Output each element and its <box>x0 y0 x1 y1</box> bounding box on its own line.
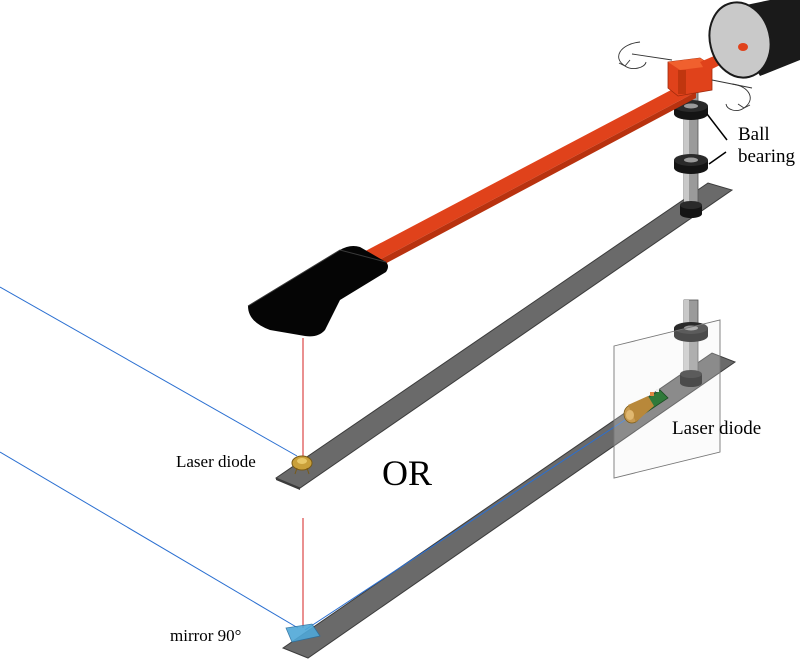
laser-diode-top-part <box>291 455 313 475</box>
blue-scan-line-top <box>0 286 298 457</box>
pivot-clamp <box>667 57 713 97</box>
laser-diode-bottom-label: Laser diode <box>672 418 762 439</box>
ball-bearing-label: Ball bearing <box>738 124 795 168</box>
blue-beam-rail <box>304 419 626 631</box>
bearing-leader-lower <box>708 151 727 165</box>
laser-diode-top-label: Laser diode <box>176 452 256 471</box>
bearing-leader-upper <box>706 113 728 141</box>
bearing-label: bearing <box>738 146 795 167</box>
ball-label: Ball <box>738 124 770 145</box>
orange-arm <box>356 80 696 274</box>
sensor-pad <box>247 246 388 337</box>
top-shaft-collar <box>680 201 702 218</box>
rotation-arrow-left <box>618 41 673 69</box>
top-rail <box>274 182 734 490</box>
bottom-rail <box>281 352 737 659</box>
laser-module <box>623 389 669 424</box>
bottom-shaft-collar <box>680 370 702 387</box>
mirror-90 <box>285 623 321 643</box>
mirror-label: mirror 90° <box>170 626 242 645</box>
motor <box>708 0 800 79</box>
or-label: OR <box>382 453 433 493</box>
ball-bearing-lower <box>674 154 708 174</box>
rotation-arrow-right <box>711 79 753 111</box>
blue-scan-line-bottom <box>0 451 299 629</box>
